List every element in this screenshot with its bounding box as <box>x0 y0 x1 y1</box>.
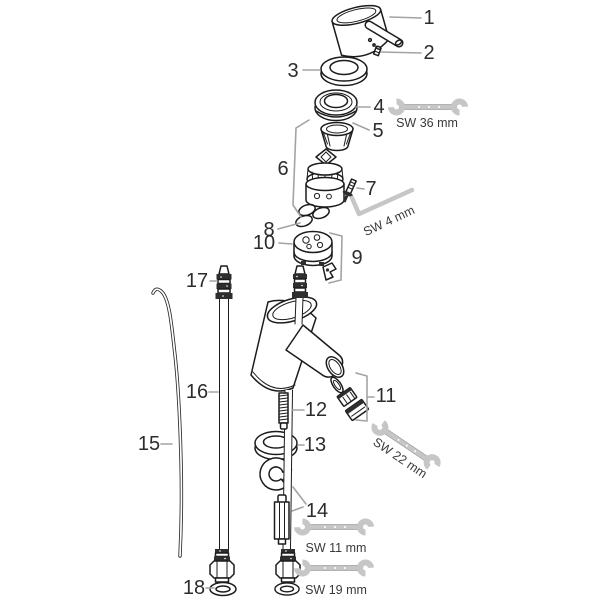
callout-16: 16 <box>186 381 208 403</box>
part-cartridge <box>305 148 345 208</box>
callout-7: 7 <box>365 178 376 200</box>
part-screw <box>342 178 357 203</box>
allen-key-icon <box>349 187 415 217</box>
faucet-body <box>250 265 345 392</box>
hose-connector-top <box>292 265 308 325</box>
callout-1: 1 <box>423 7 434 29</box>
bracket-6 <box>292 119 310 218</box>
callout-5: 5 <box>372 120 383 142</box>
open-end-wrench-icon-sw36: SW 36 mm <box>391 102 465 130</box>
part-hex-nut <box>273 494 290 545</box>
part-disc-stack <box>293 230 333 267</box>
handle-lever <box>364 20 404 48</box>
part-handle <box>331 4 404 58</box>
open-end-wrench-icon-sw22: SW 22 mm <box>370 420 439 481</box>
callout-8: 8 <box>263 219 274 241</box>
wrench-label-sw19: SW 19 mm <box>305 583 367 597</box>
part-aerator-set <box>330 376 369 422</box>
callout-18: 18 <box>183 577 205 599</box>
callout-2: 2 <box>423 42 434 64</box>
part-fitting <box>322 262 337 281</box>
faucet-spout <box>285 324 345 378</box>
callout-14: 14 <box>306 500 328 522</box>
leader-lines <box>160 16 422 589</box>
callout-3: 3 <box>287 60 298 82</box>
part-threaded-rod <box>278 392 289 430</box>
callout-13: 13 <box>304 434 326 456</box>
part-o-rings <box>295 203 330 228</box>
supply-pipe-left <box>215 265 233 550</box>
part-set-screw <box>372 45 382 57</box>
open-end-wrench-icon-sw11: SW 11 mm <box>297 522 371 555</box>
part-pull-rod <box>151 287 184 558</box>
callout-9: 9 <box>351 247 362 269</box>
part-gasket-left <box>209 581 237 597</box>
open-end-wrench-icon-sw19: SW 19 mm <box>297 563 371 597</box>
wrench-label-sw36: SW 36 mm <box>396 116 458 130</box>
callout-4: 4 <box>373 96 384 118</box>
callout-10: 10 <box>253 232 275 254</box>
part-connector <box>215 265 233 299</box>
hose-nut-left <box>209 548 235 583</box>
bracket-9 <box>328 232 343 284</box>
callout-17: 17 <box>186 270 208 292</box>
part-cover-ring <box>320 56 368 87</box>
bracket-11 <box>355 372 368 422</box>
callout-6: 6 <box>277 158 288 180</box>
part-mounting-ring <box>314 89 358 122</box>
callout-11: 11 <box>376 385 397 407</box>
part-gasket-right <box>274 582 300 596</box>
callout-15: 15 <box>138 433 160 455</box>
callout-numbers: 1 2 3 4 5 6 7 8 9 10 11 12 13 14 15 16 1… <box>138 7 435 599</box>
wrench-label-sw11: SW 11 mm <box>306 541 367 555</box>
part-cone-nut <box>320 121 354 152</box>
hose-nut-right <box>275 548 301 583</box>
callout-12: 12 <box>305 399 327 421</box>
